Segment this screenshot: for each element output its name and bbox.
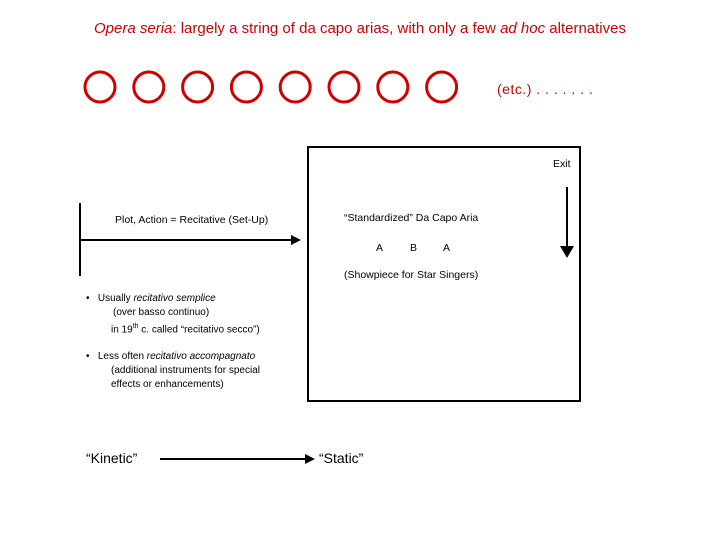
aria-box — [307, 146, 581, 402]
bullet-term: recitativo semplice — [133, 293, 216, 304]
bullet-line-3: in 19th c. called “recitativo secco”) — [111, 323, 260, 336]
static-label: “Static” — [319, 450, 364, 466]
aria-circle — [278, 70, 312, 104]
bullet-line-2: (additional instruments for special — [111, 365, 260, 376]
bullet-line-1: • Usually recitativo semplice — [86, 292, 260, 306]
aria-circle-row — [83, 70, 459, 104]
bullet-recitativo-accompagnato: • Less often recitativo accompagnato (ad… — [86, 350, 260, 392]
recitative-label: Plot, Action = Recitative (Set-Up) — [115, 214, 269, 226]
aria-title: “Standardized” Da Capo Aria — [344, 212, 479, 224]
bullet-term: recitativo accompagnato — [146, 351, 256, 362]
aria-circle — [229, 70, 263, 104]
kinetic-static-arrow — [160, 454, 315, 464]
aria-circle — [327, 70, 361, 104]
title-part-ad-hoc: ad hoc — [500, 20, 546, 37]
aria-circle — [425, 70, 459, 104]
bullet-line-2: (over basso continuo) — [113, 307, 210, 318]
kinetic-label: “Kinetic” — [86, 450, 138, 466]
title-part-description: : largely a string of da capo arias, wit… — [172, 20, 501, 37]
slide-title: Opera seria: largely a string of da capo… — [0, 20, 720, 37]
aria-form-a2: A — [443, 242, 451, 254]
aria-circle — [376, 70, 410, 104]
aria-caption: (Showpiece for Star Singers) — [344, 269, 479, 281]
bullet-prefix: Usually — [97, 293, 134, 304]
title-part-opera-seria: Opera seria — [94, 20, 173, 37]
exit-label: Exit — [553, 158, 571, 170]
exit-arrow — [560, 187, 574, 258]
title-part-alternatives: alternatives — [545, 20, 626, 37]
bullet-recitativo-semplice: • Usually recitativo semplice (over bass… — [86, 292, 260, 337]
aria-circle — [83, 70, 117, 104]
aria-form-b: B — [410, 242, 418, 254]
bullet-marker: • — [86, 351, 90, 362]
bullet-line-3: effects or enhancements) — [111, 379, 224, 390]
aria-circle — [132, 70, 166, 104]
bullet-prefix: Less often — [97, 351, 147, 362]
recitative-arrow — [80, 235, 301, 245]
aria-circle — [181, 70, 215, 104]
etc-label: (etc.) . . . . . . . — [497, 81, 594, 97]
aria-form-a1: A — [376, 242, 384, 254]
bullet-line-1: • Less often recitativo accompagnato — [86, 350, 260, 364]
bullet-marker: • — [86, 293, 90, 304]
